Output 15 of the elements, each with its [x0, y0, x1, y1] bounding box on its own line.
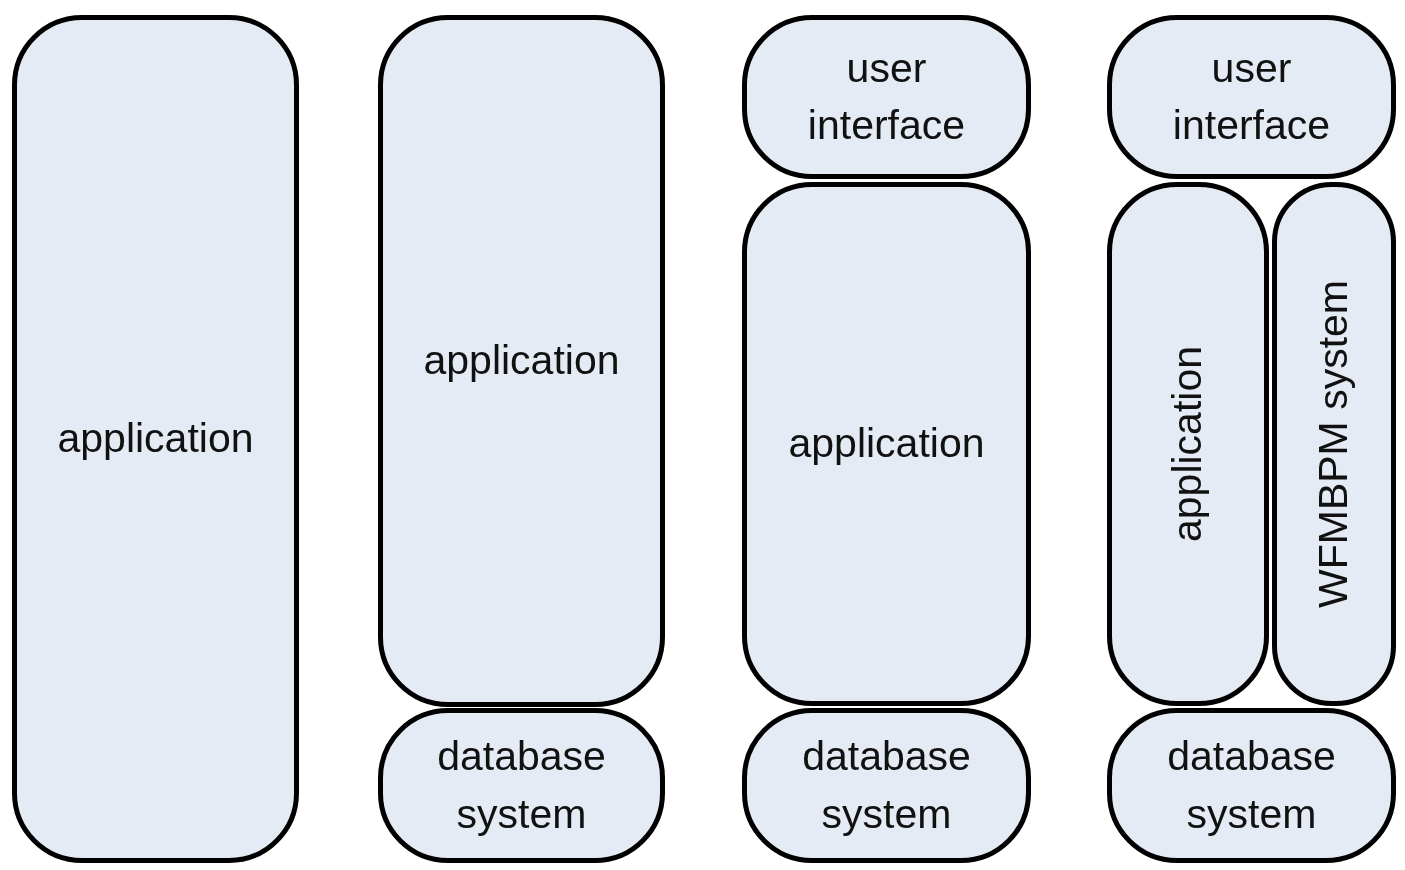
box-label: user interface — [1171, 43, 1332, 150]
box-label: WFMBPM system — [1309, 280, 1358, 608]
box-label: database system — [801, 732, 972, 839]
rounded-box — [1107, 182, 1269, 706]
box-label: application — [423, 336, 620, 386]
rounded-box — [1272, 182, 1396, 706]
rounded-box — [12, 15, 299, 863]
box-label: application — [1163, 346, 1212, 542]
rounded-box — [742, 182, 1031, 706]
rounded-box — [378, 15, 665, 707]
box-label: application — [57, 414, 254, 464]
box-label: application — [788, 419, 985, 469]
box-label: user interface — [806, 43, 967, 150]
box-label: database system — [1166, 732, 1337, 839]
box-label: database system — [436, 732, 607, 839]
